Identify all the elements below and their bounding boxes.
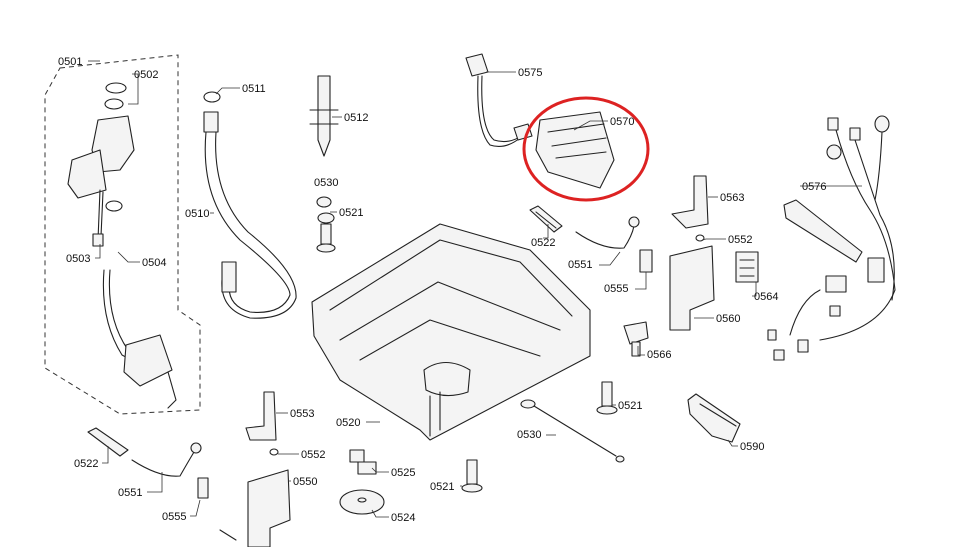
part-0563-bracket (671, 175, 709, 229)
part-0570-control-module (535, 111, 615, 189)
part-0522-spring-left (87, 427, 129, 457)
part-0551-sensor-left (131, 442, 209, 499)
label-0521-bottom: 0521 (430, 481, 454, 493)
part-0590-filter (687, 393, 741, 443)
label-0564: 0564 (754, 291, 778, 303)
part-0524-disc (339, 489, 385, 515)
label-0522-left: 0522 (74, 458, 98, 470)
label-0521-top: 0521 (339, 207, 363, 219)
part-0510-hose (203, 91, 297, 319)
part-0552-clip-left (269, 448, 279, 456)
label-0570: 0570 (610, 116, 634, 128)
label-0512: 0512 (344, 112, 368, 124)
label-0576: 0576 (802, 181, 826, 193)
label-0551-left: 0551 (118, 487, 142, 499)
label-0551-right: 0551 (568, 259, 592, 271)
label-0524: 0524 (391, 512, 415, 524)
label-0555-right: 0555 (604, 283, 628, 295)
label-0553: 0553 (290, 408, 314, 420)
part-0564-connector (735, 251, 759, 283)
label-0560: 0560 (716, 313, 740, 325)
part-0512-bracket (309, 75, 339, 157)
part-0522-spring-top (529, 205, 563, 233)
part-0521-screw-bottom (461, 459, 483, 493)
part-0566-sensor (623, 321, 649, 357)
part-0575-power-cable (465, 53, 533, 147)
label-0522-top: 0522 (531, 237, 555, 249)
part-0560-switch-bracket (669, 234, 715, 331)
label-0504: 0504 (142, 257, 166, 269)
label-0563: 0563 (720, 192, 744, 204)
label-0511: 0511 (242, 83, 266, 95)
label-0520: 0520 (336, 417, 360, 429)
part-0525-clip (349, 449, 377, 475)
label-0530-top: 0530 (314, 177, 338, 189)
label-0510: 0510 (185, 208, 209, 220)
part-0502-valve-assembly (67, 82, 177, 409)
label-0502: 0502 (134, 69, 158, 81)
leader-lines (88, 60, 862, 518)
label-0525: 0525 (391, 467, 415, 479)
label-0503: 0503 (66, 253, 90, 265)
part-0576-wiring-harness (767, 115, 896, 361)
label-0555-left: 0555 (162, 511, 186, 523)
label-0575: 0575 (518, 67, 542, 79)
label-0566: 0566 (647, 349, 671, 361)
part-0521-screw-top (316, 196, 336, 253)
label-0552-left: 0552 (301, 449, 325, 461)
callout-labels: 0501 0502 0503 0504 0511 0510 0512 0530 … (58, 56, 826, 524)
label-0590: 0590 (740, 441, 764, 453)
part-0550-switch-bracket (219, 469, 291, 547)
label-0501: 0501 (58, 56, 82, 68)
label-0521-right: 0521 (618, 400, 642, 412)
highlight-circle (522, 96, 650, 202)
part-0551-sensor-right (575, 216, 653, 273)
part-0530-rod (520, 399, 625, 463)
label-0550: 0550 (293, 476, 317, 488)
assembly-group-outline (44, 54, 201, 415)
part-0520-base-tub (311, 223, 591, 441)
label-0552-right: 0552 (728, 234, 752, 246)
part-0521-screw-right (596, 381, 618, 415)
part-0553-bracket (245, 391, 277, 441)
label-0530-bottom: 0530 (517, 429, 541, 441)
